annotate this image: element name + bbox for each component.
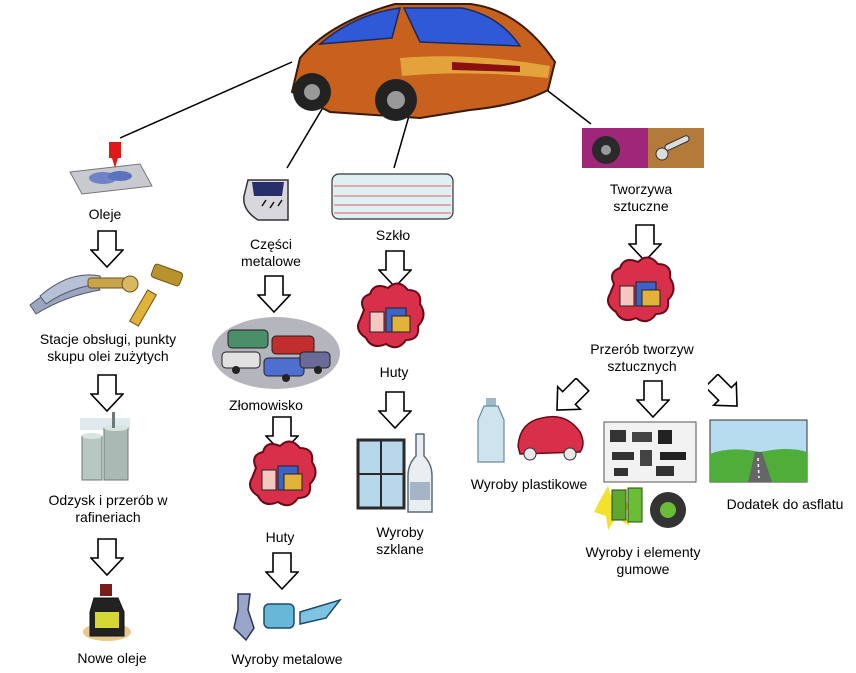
oils-refinery-label: Odzysk i przerób w rafineriach <box>30 492 186 526</box>
glass-product-line-2: szklane <box>376 541 424 557</box>
down-arrow-icon <box>90 374 124 412</box>
metals-source-line-2: metalowe <box>241 253 301 269</box>
glass-product-line-1: Wyroby <box>376 524 424 540</box>
oils-refinery-line-2: rafineriach <box>75 509 141 525</box>
down-right-arrow-icon <box>708 374 738 407</box>
plastics-processing-line-1: Przerób tworzyw <box>590 341 694 357</box>
down-arrow-icon <box>90 538 124 576</box>
plastics-source-line-2: sztuczne <box>613 198 669 214</box>
down-arrow-icon <box>90 230 124 268</box>
plastics-processing-label: Przerób tworzyw sztucznych <box>572 341 712 375</box>
oils-refinery-line-1: Odzysk i przerób w <box>48 492 168 508</box>
down-arrow-icon <box>257 275 291 313</box>
connector-car-oils <box>119 61 293 139</box>
down-arrow-icon <box>378 391 412 429</box>
metals-scrapyard-label: Złomowisko <box>229 397 303 413</box>
down-arrow-icon <box>265 552 299 590</box>
down-arrow-icon <box>628 224 662 262</box>
oils-collection-label: Stacje obsługi, punkty skupu olei zużyty… <box>20 331 196 365</box>
rubber-line-1: Wyroby i elementy <box>585 544 701 560</box>
plastics-processing-line-2: sztucznych <box>607 358 677 374</box>
glass-product-label: Wyroby szklane <box>360 524 440 558</box>
plastics-product-label-3: Dodatek do asflatu <box>726 496 844 512</box>
oils-source-label: Oleje <box>88 206 122 222</box>
down-arrow-icon <box>378 250 412 288</box>
rubber-line-2: gumowe <box>616 561 670 577</box>
glass-smelter-label: Huty <box>379 364 409 380</box>
plastics-product-label-1: Wyroby plastikowe <box>470 476 588 492</box>
oils-collection-line-1: Stacje obsługi, punkty <box>39 331 177 347</box>
plastics-source-label: Tworzywa sztuczne <box>594 181 688 215</box>
metals-product-label: Wyroby metalowe <box>231 651 343 667</box>
glass-source-label: Szkło <box>375 227 411 243</box>
plastics-source-line-1: Tworzywa <box>609 181 673 197</box>
oils-product-label: Nowe oleje <box>77 650 147 666</box>
metals-smelter-label: Huty <box>265 529 295 545</box>
down-arrow-icon <box>636 380 670 418</box>
oils-collection-line-2: skupu olei zużytych <box>47 348 169 364</box>
metals-source-line-1: Części <box>249 236 292 252</box>
plastics-product-label-2: Wyroby i elementy gumowe <box>578 544 708 578</box>
down-left-arrow-icon <box>556 378 590 411</box>
metals-source-label: Części metalowe <box>228 236 314 270</box>
